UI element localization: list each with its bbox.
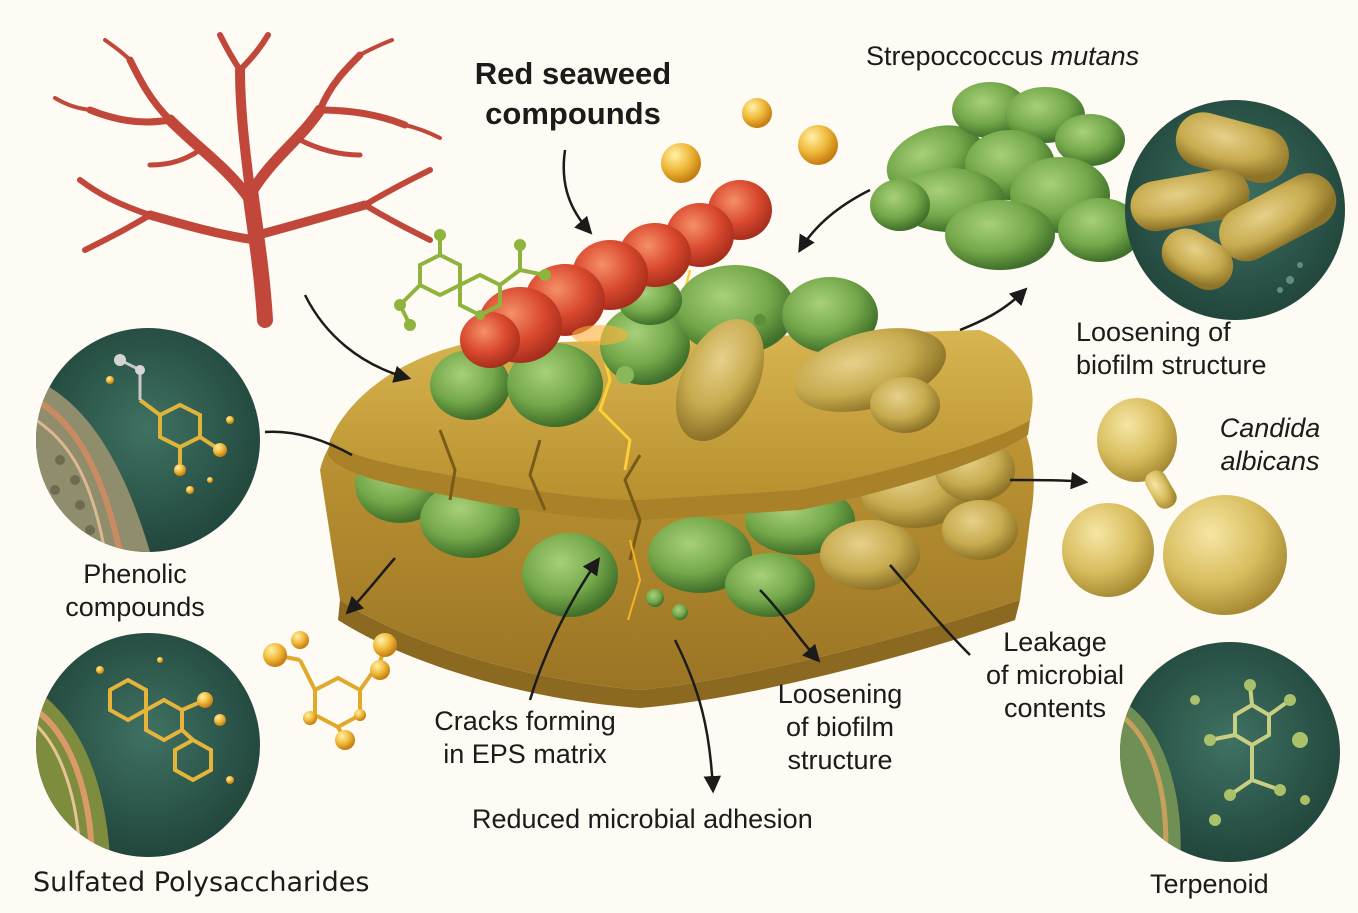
label-red-seaweed-line2: compounds [448,94,698,134]
label-loosening-center-line3: structure [760,744,920,777]
label-phenolic-compounds: Phenolic compounds [40,558,230,624]
red-seaweed-illustration [55,35,440,320]
label-strep-italic: mutans [1051,41,1140,71]
yellow-bacterium [870,377,940,433]
terpenoid-inset [1120,642,1340,862]
label-strep-prefix: Strepoccoccus [866,41,1051,71]
label-cracks-line2: in EPS matrix [410,738,640,771]
arrow-to-rod-inset [960,290,1025,330]
label-candida-albicans: Candida albicans [1200,412,1340,478]
rod-bacteria-inset [1125,100,1346,320]
label-loosening-right-line2: biofilm structure [1076,349,1267,382]
label-terpenoid: Terpenoid [1150,868,1269,901]
arrow-seaweed-to-matrix [305,295,408,378]
label-leakage-line3: contents [960,692,1150,725]
label-red-seaweed-line1: Red seaweed [448,54,698,94]
strep-mutans-cluster [870,82,1142,270]
yellow-bacterium [820,520,920,590]
arrow-strep-to-matrix [800,190,870,250]
label-loosening-right-line1: Loosening of [1076,316,1267,349]
label-leakage-line1: Leakage [960,626,1150,659]
label-loosening-right: Loosening of biofilm structure [1076,316,1267,382]
label-sulfated-polysaccharides: Sulfated Polysaccharides [33,866,369,899]
label-loosening-center-line1: Loosening [760,678,920,711]
green-bacterium [725,553,815,617]
label-strep-mutans: Strepoccoccus mutans [866,40,1139,73]
arrow-red-seaweed [564,150,590,232]
label-leakage-line2: of microbial [960,659,1150,692]
gold-molecule [263,631,397,750]
label-reduced-adhesion: Reduced microbial adhesion [472,803,813,836]
label-cracks-line1: Cracks forming [410,705,640,738]
label-phenolic-line2: compounds [40,591,230,624]
label-loosening-center-line2: of biofilm [760,711,920,744]
label-phenolic-line1: Phenolic [40,558,230,591]
sulfated-polysaccharides-inset [36,633,260,857]
label-candida-line1: Candida [1200,412,1340,445]
yellow-bacterium [942,500,1018,560]
label-candida-line2: albicans [1200,445,1340,478]
label-cracks-eps: Cracks forming in EPS matrix [410,705,640,771]
label-red-seaweed-compounds: Red seaweed compounds [448,54,698,134]
phenolic-compounds-inset [36,328,260,552]
label-loosening-center: Loosening of biofilm structure [760,678,920,777]
label-leakage: Leakage of microbial contents [960,626,1150,725]
